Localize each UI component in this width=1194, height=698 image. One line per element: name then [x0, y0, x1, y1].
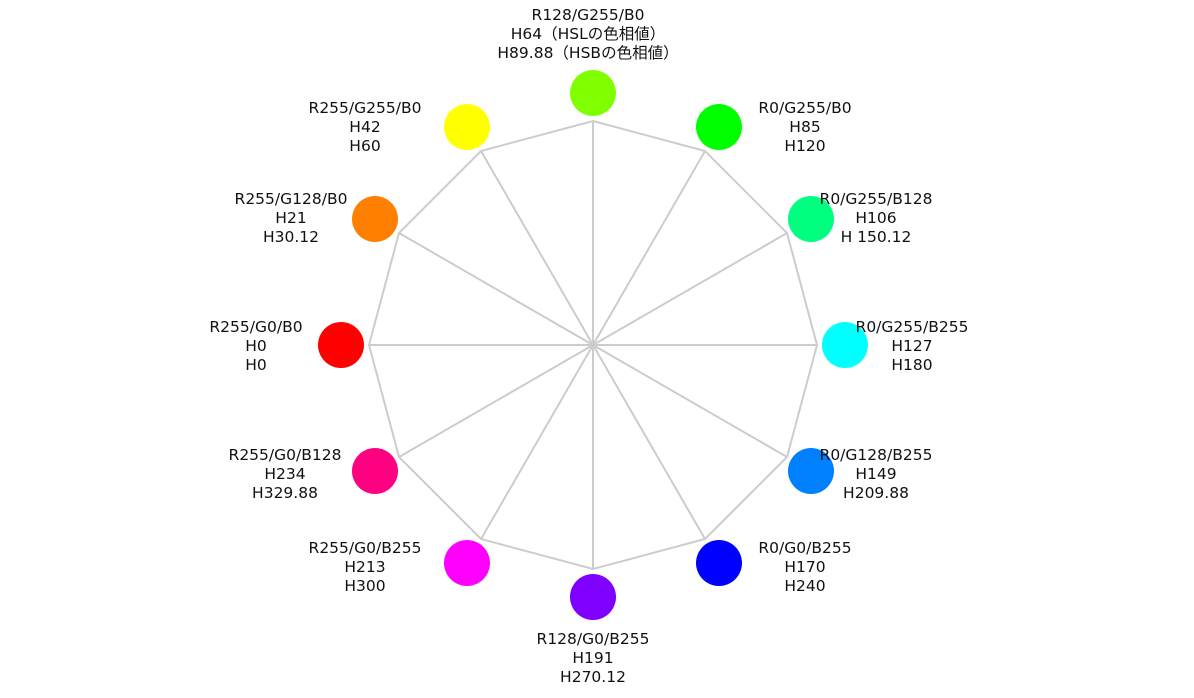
- hsb-value-text: H270.12: [560, 668, 626, 686]
- hsb-value-text: H 150.12: [840, 228, 912, 246]
- hsb-value-text: H60: [349, 137, 381, 155]
- spoke-line: [480, 150, 594, 346]
- hsb-value-text: H329.88: [252, 484, 318, 502]
- spoke-line: [592, 344, 706, 540]
- hsb-value-text: H240: [784, 577, 826, 595]
- hsl-value-text: H42: [349, 118, 381, 136]
- hsl-value-text: H149: [855, 465, 897, 483]
- color-swatch-r0-g255-b255: [822, 322, 868, 368]
- color-swatch-r0-g255-b128: [788, 196, 835, 242]
- rgb-value-text: R0/G0/B255: [758, 539, 852, 557]
- rgb-value-text: R0/G255/B128: [819, 190, 933, 208]
- rgb-value-text: R255/G0/B128: [228, 446, 342, 464]
- hsb-value-text: H180: [891, 356, 933, 374]
- hsl-value-text: H191: [572, 649, 614, 667]
- color-swatch-r255-g0-b0: [318, 322, 364, 368]
- hsb-value-text: H0: [245, 356, 267, 374]
- color-swatch-r0-g0-b255: [696, 540, 742, 587]
- color-swatch-r128-g255-b0: [570, 70, 616, 116]
- spoke-line: [592, 232, 788, 346]
- hsl-value-text: H234: [264, 465, 306, 483]
- spoke-line: [480, 344, 594, 540]
- color-swatch-r255-g128-b0: [351, 196, 398, 242]
- color-swatch-r0-g128-b255: [788, 448, 835, 494]
- hsb-value-text: H30.12: [262, 228, 320, 246]
- spoke-line: [398, 344, 594, 458]
- spoke-line: [592, 344, 788, 458]
- hsl-value-text: H213: [344, 558, 386, 576]
- dodecagon-outline: [367, 119, 819, 571]
- color-swatch-r0-g255-b0: [696, 103, 742, 150]
- hsb-value-text: H89.88（HSBの色相値）: [497, 44, 679, 62]
- color-swatch-r255-g0-b255: [444, 540, 490, 587]
- hsl-value-text: H85: [789, 118, 821, 136]
- hsl-value-text: H106: [855, 209, 897, 227]
- spoke-line: [592, 150, 706, 346]
- rgb-value-text: R128/G255/B0: [531, 6, 645, 24]
- rgb-value-text: R255/G0/B0: [209, 318, 303, 336]
- hsl-value-text: H127: [891, 337, 933, 355]
- hsb-value-text: H120: [784, 137, 826, 155]
- rgb-value-text: R128/G0/B255: [536, 630, 650, 648]
- rgb-value-text: R255/G255/B0: [308, 99, 422, 117]
- color-swatch-r128-g0-b255: [570, 574, 616, 620]
- color-swatch-r255-g0-b128: [351, 448, 398, 494]
- hsb-value-text: H209.88: [843, 484, 909, 502]
- rgb-value-text: R255/G0/B255: [308, 539, 422, 557]
- rgb-value-text: R0/G128/B255: [819, 446, 933, 464]
- rgb-value-text: R255/G128/B0: [234, 190, 348, 208]
- color-swatch-r255-g255-b0: [444, 103, 490, 150]
- rgb-value-text: R0/G255/B255: [855, 318, 969, 336]
- hsl-value-text: H64（HSLの色相値）: [510, 25, 666, 43]
- spoke-line: [398, 232, 594, 346]
- rgb-value-text: R0/G255/B0: [758, 99, 852, 117]
- hsb-value-text: H300: [344, 577, 386, 595]
- hsl-value-text: H0: [245, 337, 267, 355]
- hsl-value-text: H21: [275, 209, 307, 227]
- hsl-value-text: H170: [784, 558, 826, 576]
